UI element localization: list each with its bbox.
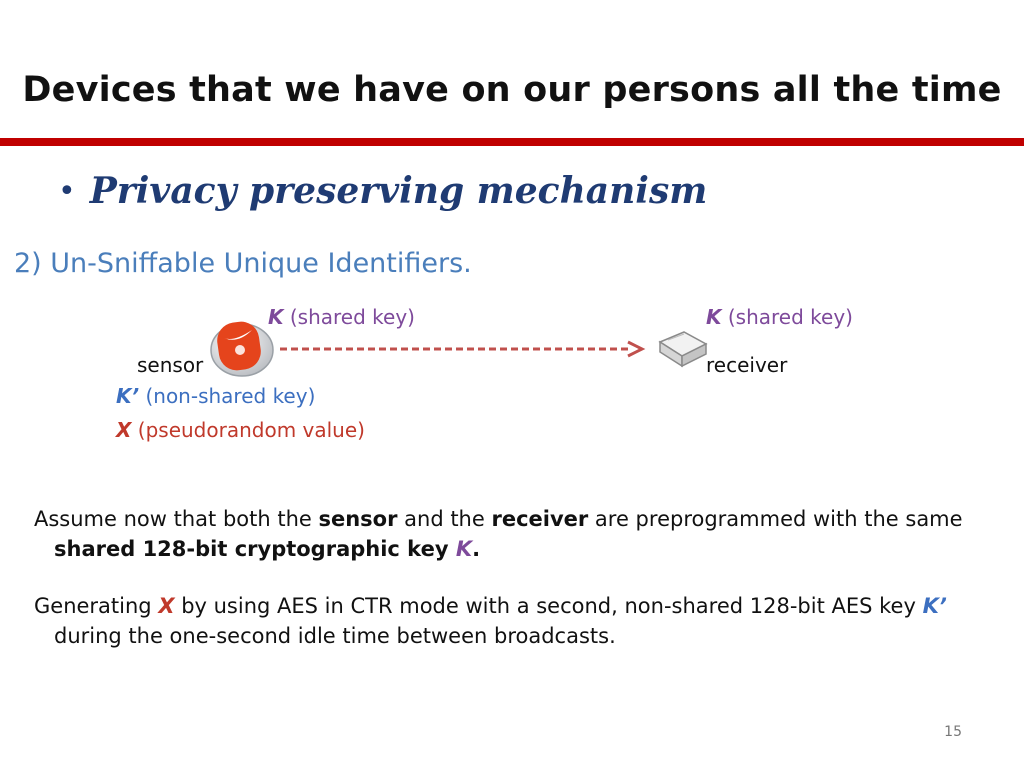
bullet-text: Privacy preserving mechanism (89, 170, 708, 212)
receiver-shared-key-label: K (shared key) (706, 305, 853, 329)
paragraph-shared-key: Assume now that both the sensor and the … (34, 504, 1014, 564)
bold-term: sensor (318, 507, 398, 531)
value-description: (pseudorandom value) (131, 418, 365, 442)
page-number: 15 (944, 724, 962, 740)
key-symbol: K (268, 305, 284, 329)
key-symbol: K’ (922, 594, 947, 618)
key-description: (shared key) (283, 305, 415, 329)
nike-sensor-icon (210, 321, 274, 377)
key-description: (non-shared key) (139, 384, 316, 408)
bullet-dot-icon: • (58, 173, 76, 209)
bullet-item: • Privacy preserving mechanism (58, 170, 707, 212)
slide-title: Devices that we have on our persons all … (22, 70, 1002, 110)
key-description: (shared key) (721, 305, 853, 329)
text: during the one-second idle time between … (54, 624, 616, 648)
value-symbol: X (158, 594, 175, 618)
bold-term: shared 128-bit cryptographic key (54, 537, 456, 561)
value-symbol: X (116, 418, 132, 442)
bold-term: receiver (491, 507, 589, 531)
sensor-label: sensor (137, 353, 204, 377)
punctuation: . (472, 537, 481, 561)
ipod-receiver-icon (658, 331, 708, 368)
text: and the (397, 507, 492, 531)
key-symbol: K (706, 305, 722, 329)
text: Generating (34, 594, 159, 618)
text: Assume now that both the (34, 507, 319, 531)
dashed-arrow (280, 340, 646, 358)
receiver-label: receiver (706, 353, 788, 377)
non-shared-key-label: K’ (non-shared key) (116, 384, 315, 408)
text: by using AES in CTR mode with a second, … (174, 594, 923, 618)
pseudorandom-value-label: X (pseudorandom value) (116, 418, 365, 442)
title-divider (0, 138, 1024, 146)
text: are preprogrammed with the same (588, 507, 963, 531)
sensor-shared-key-label: K (shared key) (268, 305, 415, 329)
section-heading: 2) Un-Sniffable Unique Identifiers. (14, 248, 472, 279)
key-symbol: K’ (116, 384, 140, 408)
key-symbol: K (455, 537, 473, 561)
paragraph-generating-x: Generating X by using AES in CTR mode wi… (34, 591, 1014, 651)
